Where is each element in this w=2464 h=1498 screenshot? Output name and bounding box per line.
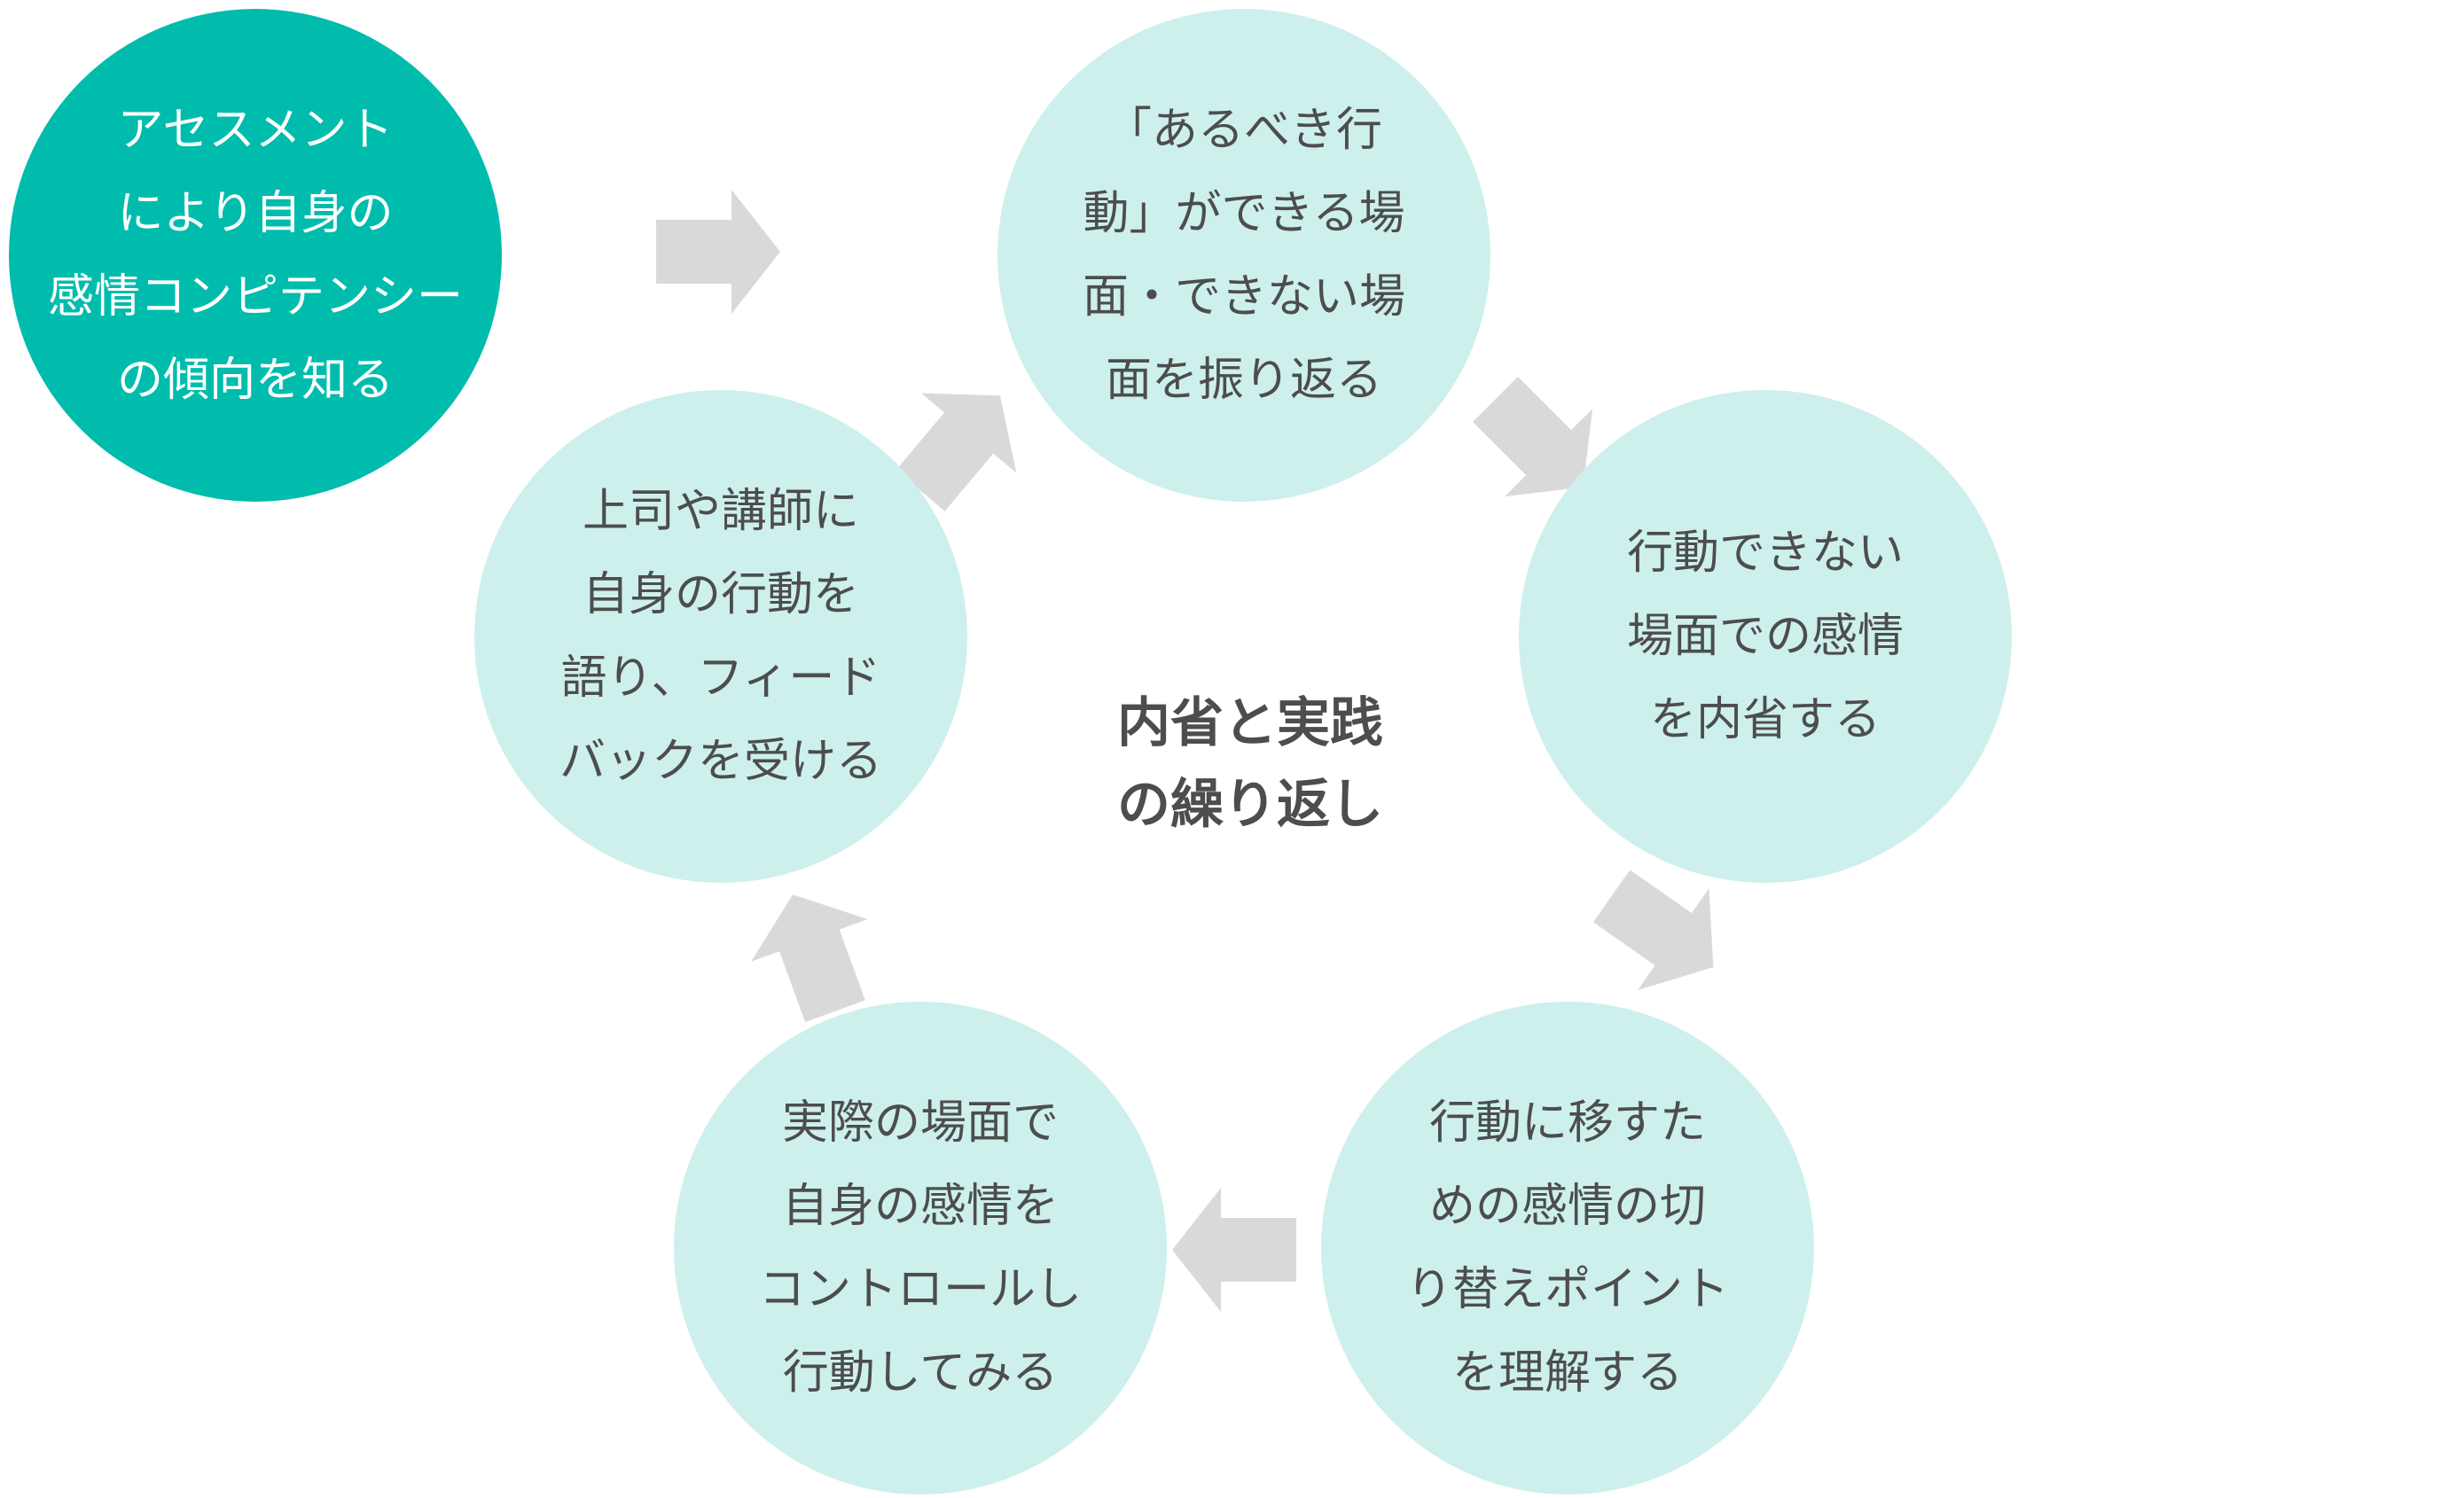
step5-line-2: 自身の行動を (582, 568, 859, 621)
step-circle-reflect: 「あるべき行 動」ができる場 面・できない場 面を振り返る (997, 9, 1490, 502)
step5-line-4: バックを受ける (559, 735, 882, 788)
step1-line-4: 面を振り返る (1105, 354, 1382, 407)
step4-line-3: コントロールし (758, 1263, 1082, 1316)
center-line-1: 内省と実践 (1117, 692, 1383, 754)
step4-line-2: 自身の感情を (781, 1180, 1059, 1233)
step-circle-introspect: 行動できない 場面での感情 を内省する (1519, 390, 2012, 883)
arrow-step2-to-step3-icon (1593, 870, 1714, 990)
start-line-1: アセスメント (117, 104, 394, 157)
step5-line-3: 語り、フィード (560, 651, 881, 705)
step1-line-1: 「あるべき行 (1105, 104, 1382, 157)
step3-line-2: めの感情の切 (1428, 1180, 1706, 1233)
arrow-step1-to-step2-icon (1473, 377, 1593, 497)
step4-line-1: 実際の場面で (781, 1096, 1059, 1150)
start-to-cycle-arrow-icon (656, 190, 780, 314)
step4-line-4: 行動してみる (782, 1346, 1059, 1400)
step2-line-2: 場面での感情 (1626, 610, 1904, 663)
step1-line-2: 動」ができる場 (1083, 187, 1405, 240)
step-circle-switch-points: 行動に移すた めの感情の切 り替えポイント を理解する (1321, 1002, 1814, 1494)
start-line-4: の傾向を知る (116, 354, 394, 407)
step-circle-feedback: 上司や講師に 自身の行動を 語り、フィード バックを受ける (474, 390, 967, 883)
arrow-step4-to-step5-icon (751, 894, 868, 1023)
step2-line-3: を内省する (1649, 693, 1881, 746)
start-line-2: により自身の (117, 187, 394, 240)
step2-line-1: 行動できない (1626, 527, 1904, 580)
start-circle: アセスメント により自身の 感情コンピテンシー の傾向を知る (9, 9, 502, 502)
arrow-step5-to-step1-icon (896, 393, 1017, 511)
center-line-2: の繰り返し (1117, 774, 1383, 836)
step3-line-1: 行動に移すた (1428, 1096, 1706, 1150)
step-circle-practice: 実際の場面で 自身の感情を コントロールし 行動してみる (674, 1002, 1167, 1494)
arrow-step3-to-step4-icon (1172, 1188, 1296, 1312)
step3-line-4: を理解する (1451, 1346, 1683, 1400)
cycle-center-label: 内省と実践 の繰り返し (984, 683, 1516, 846)
step5-line-1: 上司や講師に (582, 485, 859, 538)
step1-line-3: 面・できない場 (1082, 270, 1405, 324)
start-line-3: 感情コンピテンシー (47, 270, 463, 324)
step3-line-3: り替えポイント (1405, 1263, 1729, 1316)
